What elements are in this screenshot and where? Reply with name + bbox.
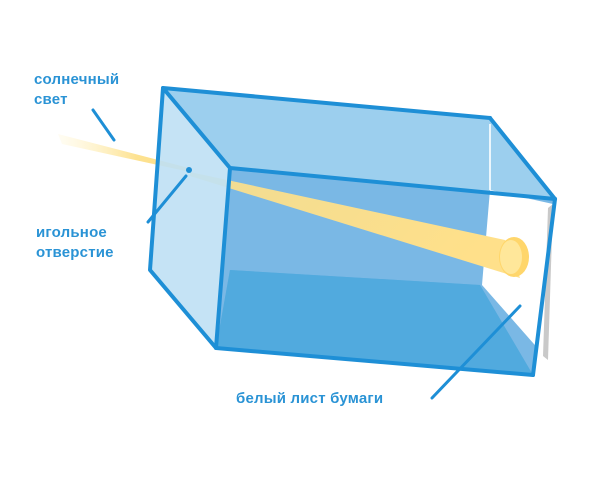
light-spot-highlight [500,240,522,274]
paper-leader-line [430,304,522,400]
sunlight-label-line2: свет [34,91,68,108]
sunlight-leader-line [91,108,116,142]
pinhole-label-line2: отверстие [36,244,114,261]
pinhole-leader-line [146,174,188,224]
sunlight-label-line1: солнечный [34,71,119,88]
pinhole-label-line1: игольное [36,224,107,241]
pinhole [186,167,192,173]
box-outline [148,86,557,377]
box-floor [216,270,533,375]
inner-light-beam [190,172,520,278]
paper-label: белый лист бумаги [236,390,383,407]
box-front-face [150,88,230,348]
